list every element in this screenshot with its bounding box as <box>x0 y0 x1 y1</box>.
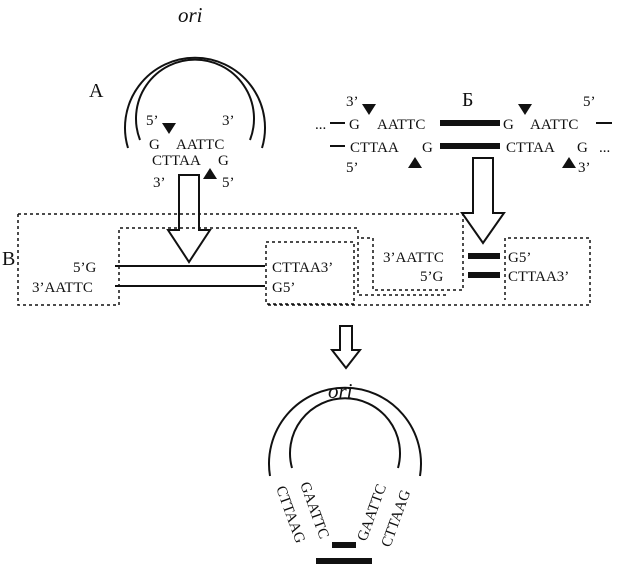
fragment-left-bot-cttaa: CTTAA <box>350 140 399 156</box>
plasmid-outer-strand <box>124 56 266 149</box>
vector-right-top-end: CTTAA3’ <box>272 260 333 276</box>
fragment-ellipsis-right: ... <box>599 140 610 156</box>
plasmid-top-aattc: AATTC <box>176 137 224 153</box>
recombinant-inner-strand <box>289 397 401 469</box>
recombinant-outer-strand <box>268 386 422 477</box>
dashed-box-left-vector-end <box>18 213 464 291</box>
dashed-box-fragment <box>268 237 591 306</box>
plasmid-end-3-bot: 3’ <box>153 175 166 191</box>
panel-b-label: Б <box>462 89 473 111</box>
arrow-result-down <box>329 325 363 370</box>
insert-left-top-end: 3’AATTC <box>383 250 444 266</box>
dashed-box-left-lower <box>17 214 448 306</box>
ori-label-top: ori <box>178 3 203 27</box>
plasmid-bot-cttaa: CTTAA <box>152 153 201 169</box>
plasmid-top-g: G <box>149 137 160 153</box>
linear-v <box>17 213 591 306</box>
plasmid-end-5-top: 5’ <box>146 113 159 129</box>
insert-right-top-end: G5’ <box>508 250 531 266</box>
fragment-end-5-left-bot: 5’ <box>346 160 359 176</box>
vector-right-bot-end: G5’ <box>272 280 295 296</box>
plasmid-bot-g: G <box>218 153 229 169</box>
panel-a-label: А <box>89 80 104 102</box>
recombinant-plasmid: ori CTTAAG GAATTC GAATTC CTTAAG <box>268 379 422 564</box>
fragment-left-bot-g: G <box>422 140 433 156</box>
fragment-left-top-g: G <box>349 117 360 133</box>
plasmid-end-3-top: 3’ <box>222 113 235 129</box>
cut-site-triangle-bottom <box>203 168 217 179</box>
fragment-right-bot-cttaa: CTTAA <box>506 140 555 156</box>
fragment-cut-triangle-right-top <box>518 104 532 115</box>
fragment-end-5-right-top: 5’ <box>583 94 596 110</box>
plasmid-inner-strand <box>135 58 255 141</box>
fragment-right-top-g: G <box>503 117 514 133</box>
insert-right-bot-end: CTTAA3’ <box>508 269 569 285</box>
vector-left-bot-end: 3’AATTC <box>32 280 93 296</box>
dashed-box-vector-right-end <box>265 241 355 305</box>
fragment-right-top-aattc: AATTC <box>530 117 578 133</box>
fragment-cut-triangle-left-top <box>362 104 376 115</box>
fragment-cut-triangle-right-bottom <box>562 157 576 168</box>
cut-site-triangle-top <box>162 123 176 134</box>
fragment-end-3-right-bot: 3’ <box>578 160 591 176</box>
fragment-right-bot-g: G <box>577 140 588 156</box>
fragment-cut-triangle-left-bottom <box>408 157 422 168</box>
fragment-left-top-aattc: AATTC <box>377 117 425 133</box>
arrow-b-down <box>460 157 506 245</box>
panel-v-label: В <box>2 248 15 270</box>
fragment-b: Б 3’ 5’ ... G AATTC G AATTC CTTAA G CTTA… <box>315 89 612 176</box>
insert-left-bot-end: 5’G <box>420 269 443 285</box>
plasmid-a: ori А 5’ 3’ G AATTC CTTAA G 3’ 5’ <box>89 3 266 191</box>
vector-left-top-end: 5’G <box>73 260 96 276</box>
fragment-ellipsis-left: ... <box>315 117 326 133</box>
fragment-end-3-left-top: 3’ <box>346 94 359 110</box>
arrow-a-down <box>166 174 212 264</box>
plasmid-end-5-bot: 5’ <box>222 175 235 191</box>
